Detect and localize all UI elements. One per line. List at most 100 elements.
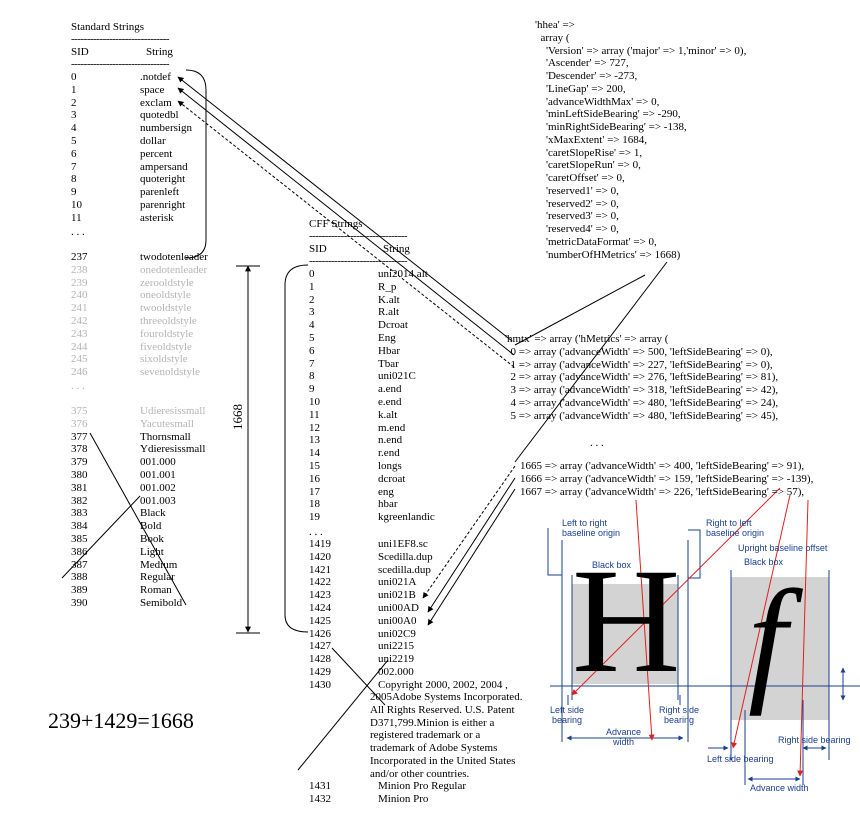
row-sid: 1424 [309, 602, 331, 614]
row-sid: 3 [71, 109, 77, 122]
code-line: 'xMaxExtent' => 1684, [535, 133, 647, 146]
code-line: 'Descender' => -273, [535, 70, 638, 82]
row-string: parenleft [140, 186, 180, 199]
row-sid: 243 [71, 327, 88, 340]
row-sid: 390 [71, 597, 88, 609]
row-string: uni02C9 [378, 627, 416, 640]
row-string: dcroat [378, 472, 406, 485]
row-sid: 239 [71, 276, 88, 289]
standard-title: Standard Strings [71, 21, 145, 33]
standard-col-sid: SID [71, 46, 89, 58]
hmtx2-to-exclam [177, 100, 515, 368]
row-sid: 0 [71, 71, 77, 83]
glyph-metrics-diagram [547, 528, 860, 785]
row-string: uni2219 [378, 653, 415, 666]
row-string: fouroldstyle [140, 327, 194, 340]
row-string: twodotenleader [140, 251, 208, 263]
row-string: Yacutesmall [140, 417, 194, 430]
row-string: Ydieresissmall [140, 443, 206, 456]
row-sid: 246 [71, 366, 88, 379]
row-string: Medium [140, 558, 178, 571]
code-line: 3 => array ('advanceWidth' => 318, 'left… [505, 384, 779, 396]
row-sid: 2 [309, 293, 315, 306]
row-sid: 237 [71, 251, 88, 263]
code-line: 'advanceWidthMax' => 0, [535, 95, 660, 108]
row-string: R_p [378, 280, 397, 293]
row-string: space [140, 83, 165, 96]
row-string: asterisk [140, 211, 174, 224]
row-sid: 382 [71, 494, 88, 507]
row-string: uni021B [378, 589, 416, 602]
row-string: longs [378, 460, 402, 472]
cff-dash-top: ------------------------------- [309, 230, 408, 242]
row-string: hbar [378, 498, 398, 511]
row-string: parenright [140, 199, 186, 211]
row-sid: 15 [309, 460, 320, 472]
row-string: Hbar [378, 344, 400, 357]
row-string: Scedilla.dup [378, 550, 433, 563]
row-string: 001.003 [140, 494, 176, 507]
row-string: twooldstyle [140, 302, 192, 315]
code-line: 4 => array ('advanceWidth' => 480, 'left… [505, 396, 779, 409]
row-sid: 13 [309, 434, 320, 447]
standard-dash-bottom: ------------------------------- [71, 58, 170, 70]
row-sid: 19 [309, 511, 320, 524]
advance-label-1: Advance width [606, 727, 642, 747]
glyph-f: f [748, 562, 787, 717]
row-string: Thornsmall [140, 430, 191, 443]
row-string: Udieresissmall [140, 405, 206, 417]
code-line: 1665 => array ('advanceWidth' => 400, 'l… [520, 460, 805, 472]
row-sid: 2 [71, 96, 77, 109]
row-string: Semibold [140, 597, 183, 609]
row-sid: 10 [309, 396, 320, 408]
row-sid: 383 [71, 507, 88, 520]
row-sid: 0 [309, 268, 315, 280]
code-line: 'hhea' => [535, 19, 575, 31]
row-sid: 242 [71, 315, 88, 327]
code-line: array ( [535, 31, 570, 44]
red-arrow-4 [731, 494, 791, 749]
row-string: k.alt [378, 408, 398, 421]
row-string: .notdef [140, 71, 171, 83]
code-line: 1667 => array ('advanceWidth' => 226, 'l… [520, 485, 805, 498]
row-sid: 1432 [309, 792, 331, 805]
red-arrow-2 [571, 487, 781, 696]
row-sid: 1427 [309, 640, 331, 653]
row-sid: 9 [309, 383, 315, 396]
row-sid: 11 [71, 211, 82, 224]
row-sid: 238 [71, 263, 88, 276]
code-line: 'reserved2' => 0, [535, 197, 619, 210]
row-string: dollar [140, 135, 166, 147]
standard-dash-top: ------------------------------- [71, 33, 170, 45]
row-sid: 377 [71, 430, 88, 443]
row-sid: 7 [309, 357, 315, 370]
row-string: sevenoldstyle [140, 366, 200, 379]
row-sid: 17 [309, 485, 320, 498]
row-string: a.end [378, 383, 402, 396]
row-sid: 240 [71, 289, 88, 302]
row-string: 001.001 [140, 469, 176, 481]
row-sid: 4 [309, 319, 315, 332]
row-string: Book [140, 533, 164, 545]
row-sid: 7 [71, 160, 77, 173]
code-line: 'reserved1' => 0, [535, 184, 619, 197]
advance-label-2: Advance width [750, 783, 809, 793]
lsb-label-1: Left side bearing [550, 705, 585, 725]
row-sid: 11 [309, 408, 320, 421]
equation: 239+1429=1668 [48, 708, 194, 733]
code-line: 2005Adobe Systems Incorporated. [370, 691, 523, 703]
code-line: All Rights Reserved. U.S. Patent [370, 703, 515, 716]
row-string: uni1EF8.sc [378, 538, 428, 550]
row-string: quoteright [140, 173, 186, 186]
row-string: m.end [378, 421, 406, 434]
span-label: 1668 [230, 404, 245, 430]
row-sid: 388 [71, 571, 88, 584]
code-line: 1 => array ('advanceWidth' => 227, 'left… [505, 358, 773, 371]
row-sid: 1420 [309, 550, 331, 563]
code-line: 'caretSlopeRise' => 1, [535, 146, 643, 159]
code-line: 0 => array ('advanceWidth' => 500, 'left… [505, 345, 773, 358]
code-line: 5 => array ('advanceWidth' => 480, 'left… [505, 409, 779, 422]
row-sid: 384 [71, 520, 88, 533]
hmtx1666-to-cff [427, 477, 516, 613]
